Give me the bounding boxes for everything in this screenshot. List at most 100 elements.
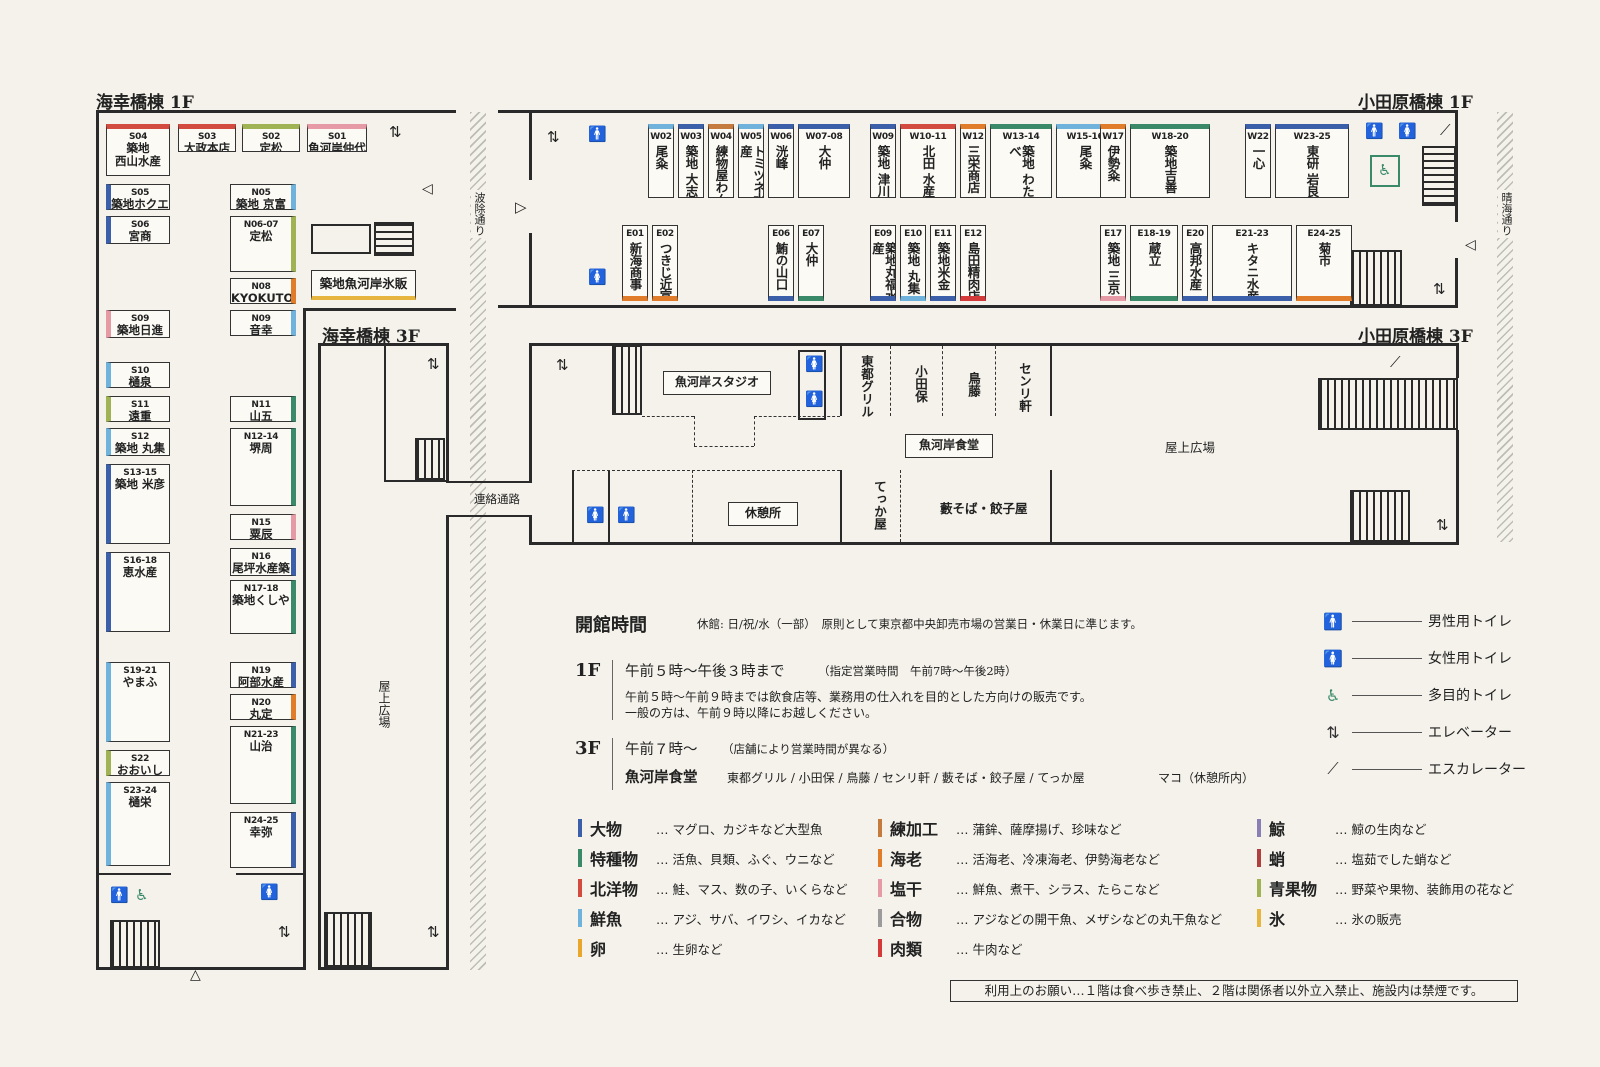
stall-name: 島田精肉店: [965, 242, 981, 301]
stall-code: S05: [130, 188, 150, 198]
shop-toto-grill[interactable]: 東都グリル: [859, 355, 874, 418]
category-desc: … 鮮魚、煮干、シラス、たらこなど: [956, 881, 1160, 897]
stall-code: W02: [650, 132, 672, 142]
odawara1f-stairs-lower: [1350, 250, 1402, 306]
stall-code: W07-08: [805, 132, 843, 142]
legend-label: 女性用トイレ: [1428, 651, 1512, 667]
stall-name: 阿部水産: [238, 675, 284, 688]
stall-hyohan[interactable]: 築地魚河岸氷販: [311, 270, 416, 300]
category-row: 特種物… 活魚、貝類、ふぐ、ウニなど: [578, 846, 835, 870]
category-name: 蛸: [1269, 850, 1286, 869]
stall-code: S06: [130, 220, 150, 230]
odawara3f-rooftop: 屋上広場: [1165, 440, 1216, 455]
stall-name: 築地日進: [117, 323, 163, 337]
category-row: 練加工… 蒲鉾、薩摩揚げ、珍味など: [878, 816, 1122, 840]
stall-s05[interactable]: S05築地ホクエイ: [106, 184, 170, 210]
legend-line: [1352, 731, 1422, 733]
shop-tori[interactable]: 鳥藤: [966, 372, 981, 397]
category-desc: … 鮭、マス、数の子、いくらなど: [656, 881, 848, 897]
shop-senri[interactable]: センリ軒: [1017, 362, 1032, 412]
shop-odaho[interactable]: 小田保: [913, 365, 928, 403]
shop-yabu[interactable]: 藪そば・餃子屋: [940, 501, 1028, 516]
category-row: 大物… マグロ、カジキなど大型魚: [578, 816, 822, 840]
stall-s02[interactable]: S02定松NEXT: [242, 124, 300, 152]
stall-code: N05: [251, 188, 271, 198]
stall-w05[interactable]: W05トミツネ水産: [738, 124, 764, 198]
elevator-icon: ⇅: [556, 356, 569, 374]
category-desc: … 野菜や果物、装飾用の花など: [1335, 881, 1514, 897]
stall-name: 築地 西山水産: [115, 141, 161, 168]
stall-name: つきじ近富: [657, 242, 673, 301]
category-name: 肉類: [890, 940, 923, 959]
category-color-bar: [578, 879, 582, 897]
entrance-arrow-icon: ◁: [422, 181, 433, 197]
stall-n16[interactable]: N16尾坪水産築地: [230, 548, 296, 576]
stall-code: N09: [251, 314, 271, 324]
escalator-icon: ⟋: [1327, 759, 1339, 778]
category-row: 海老… 活海老、冷凍海老、伊勢海老など: [878, 846, 1160, 870]
road-namiyoke: [470, 112, 486, 970]
stall-code: E06: [772, 229, 790, 239]
odawara3f-toilet-room: [798, 350, 826, 420]
stall-code: N15: [251, 518, 271, 528]
category-color-bar: [1257, 909, 1261, 927]
shop-tekka[interactable]: てっか屋: [872, 480, 887, 530]
category-name: 鯨: [1269, 820, 1286, 839]
stall-name: 大仲: [803, 242, 819, 266]
stall-name: 新海商事: [627, 242, 643, 290]
female-toilet-icon: 🚺: [588, 268, 607, 286]
road-harumi: [1497, 112, 1513, 542]
